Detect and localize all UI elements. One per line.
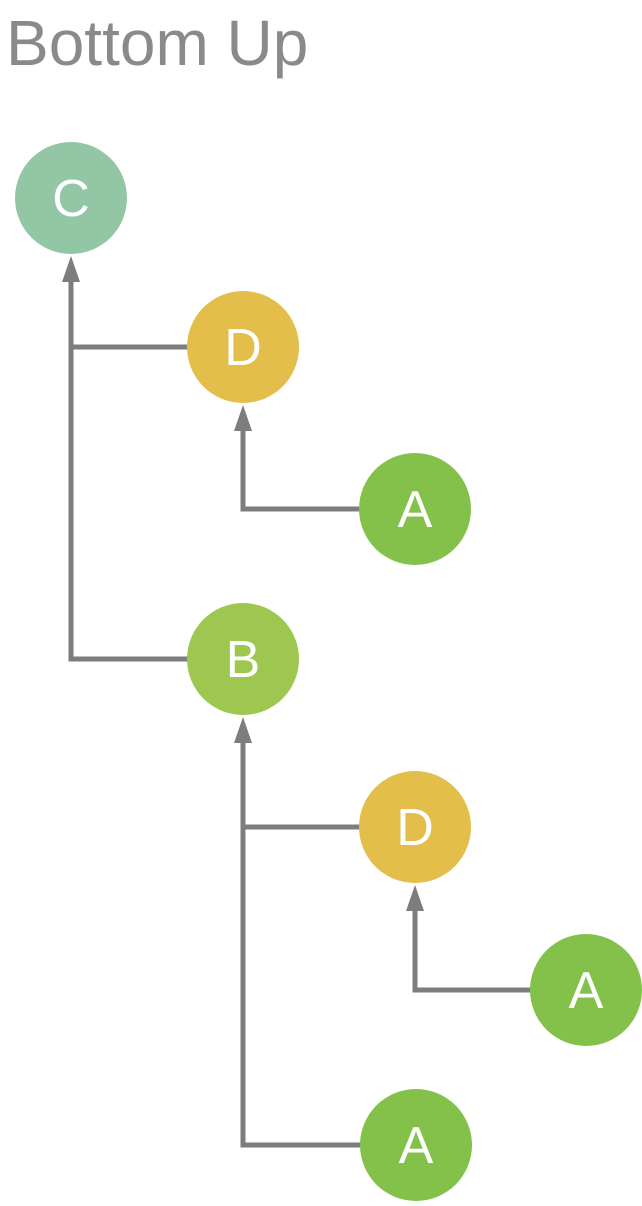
node-circle-b: [187, 603, 299, 715]
node-a1: A: [359, 453, 471, 565]
node-label-a2: A: [569, 962, 604, 1020]
node-circle-a2: [530, 934, 642, 1046]
edge-a2-to-d2: [412, 911, 532, 993]
page-title: Bottom Up: [6, 7, 309, 79]
node-label-c: C: [52, 170, 90, 228]
arrowhead-up-icon: [62, 256, 80, 282]
node-label-b: B: [226, 631, 261, 689]
edge-a3-to-b: [240, 743, 362, 1148]
edge-a1-to-d1: [240, 431, 361, 512]
node-a2: A: [530, 934, 642, 1046]
node-c: C: [15, 142, 127, 254]
node-circle-c: [15, 142, 127, 254]
node-d1: D: [187, 291, 299, 403]
arrowhead-up-icon: [234, 717, 252, 743]
edge-b-to-c: [68, 282, 188, 662]
arrowhead-up-icon: [406, 885, 424, 911]
node-d2: D: [359, 771, 471, 883]
node-label-d1: D: [224, 319, 262, 377]
node-label-d2: D: [396, 799, 434, 857]
node-circle-a3: [360, 1089, 472, 1201]
node-circle-d2: [359, 771, 471, 883]
node-circle-a1: [359, 453, 471, 565]
node-label-a1: A: [398, 481, 433, 539]
node-a3: A: [360, 1089, 472, 1201]
node-circle-d1: [187, 291, 299, 403]
arrowhead-up-icon: [234, 405, 252, 431]
node-label-a3: A: [399, 1117, 434, 1175]
node-b: B: [187, 603, 299, 715]
